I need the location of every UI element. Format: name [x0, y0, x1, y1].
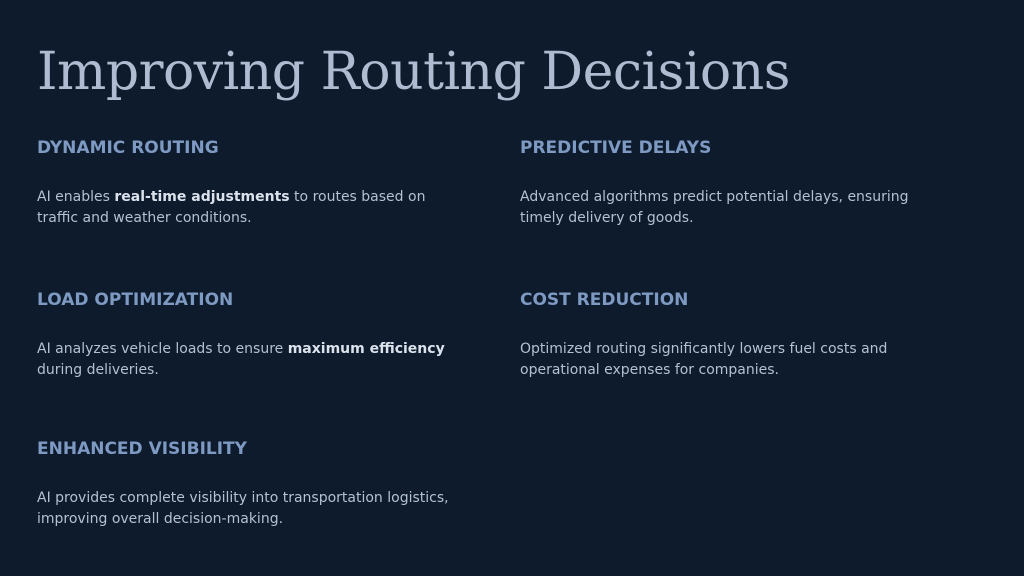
body-text-part: during deliveries.	[37, 362, 159, 378]
section-load-optimization: LOAD OPTIMIZATION AI analyzes vehicle lo…	[37, 289, 457, 378]
section-heading: DYNAMIC ROUTING	[37, 138, 219, 158]
body-text-part: Optimized routing significantly lowers f…	[520, 341, 888, 378]
section-dynamic-routing: DYNAMIC ROUTING AI enables real-time adj…	[37, 137, 457, 226]
body-text-part: AI enables	[37, 189, 115, 205]
section-body: AI enables real-time adjustments to rout…	[37, 187, 457, 229]
section-body: AI analyzes vehicle loads to ensure maxi…	[37, 339, 457, 381]
body-bold-phrase: real-time adjustments	[114, 189, 290, 205]
section-heading: ENHANCED VISIBILITY	[37, 439, 247, 459]
section-predictive-delays: PREDICTIVE DELAYS Advanced algorithms pr…	[520, 137, 940, 226]
body-bold-phrase: maximum efficiency	[287, 341, 445, 357]
section-body: AI provides complete visibility into tra…	[37, 488, 457, 530]
section-heading: PREDICTIVE DELAYS	[520, 138, 712, 158]
body-text-part: AI provides complete visibility into tra…	[37, 490, 449, 527]
section-heading: LOAD OPTIMIZATION	[37, 290, 234, 310]
slide-title: Improving Routing Decisions	[37, 42, 790, 102]
section-enhanced-visibility: ENHANCED VISIBILITY AI provides complete…	[37, 438, 457, 527]
section-body: Optimized routing significantly lowers f…	[520, 339, 940, 381]
section-body: Advanced algorithms predict potential de…	[520, 187, 940, 229]
body-text-part: to routes based on traffic and weather c…	[37, 189, 426, 226]
section-heading: COST REDUCTION	[520, 290, 689, 310]
body-text-part: AI analyzes vehicle loads to ensure	[37, 341, 288, 357]
body-text-part: Advanced algorithms predict potential de…	[520, 189, 909, 226]
section-cost-reduction: COST REDUCTION Optimized routing signifi…	[520, 289, 940, 378]
